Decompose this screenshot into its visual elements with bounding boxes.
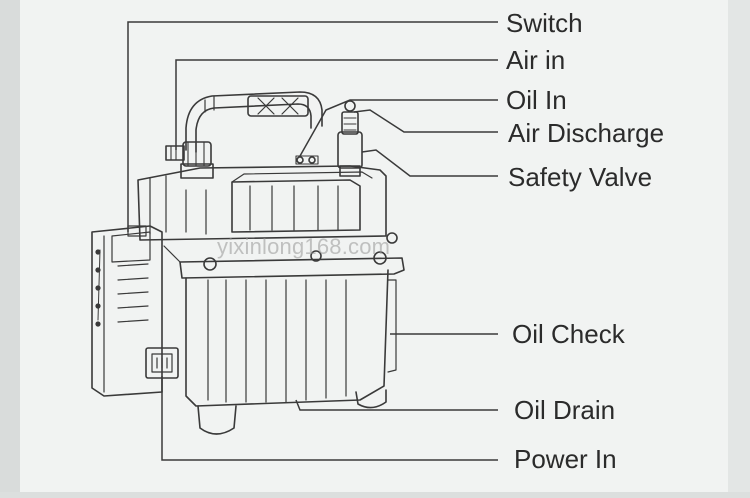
leader-power-in xyxy=(161,376,498,461)
label-switch: Switch xyxy=(506,8,583,38)
valve-assembly xyxy=(337,100,363,177)
leader-lines xyxy=(127,21,498,461)
bottom-shadow-edge xyxy=(0,492,750,498)
leader-safety-valve xyxy=(361,149,498,177)
label-air-discharge: Air Discharge xyxy=(508,118,665,148)
leader-oil-drain xyxy=(295,399,498,411)
feet xyxy=(197,389,387,435)
handle xyxy=(185,91,323,153)
label-safety-valve: Safety Valve xyxy=(508,162,653,192)
label-oil-drain: Oil Drain xyxy=(514,395,616,425)
leader-switch xyxy=(127,21,498,232)
label-oil-check: Oil Check xyxy=(512,319,625,349)
right-shadow-edge xyxy=(728,0,750,498)
left-shadow-edge xyxy=(0,0,20,498)
label-air-in: Air in xyxy=(506,45,566,75)
oil-tank xyxy=(163,232,405,407)
leader-air-in xyxy=(175,59,498,150)
leader-oil-in xyxy=(299,99,498,157)
upper-housing xyxy=(137,155,387,241)
label-power-in: Power In xyxy=(514,444,617,474)
leader-air-discharge xyxy=(353,109,498,133)
watermark-text: yixinlong168.com xyxy=(217,234,391,259)
label-oil-in: Oil In xyxy=(506,85,567,115)
